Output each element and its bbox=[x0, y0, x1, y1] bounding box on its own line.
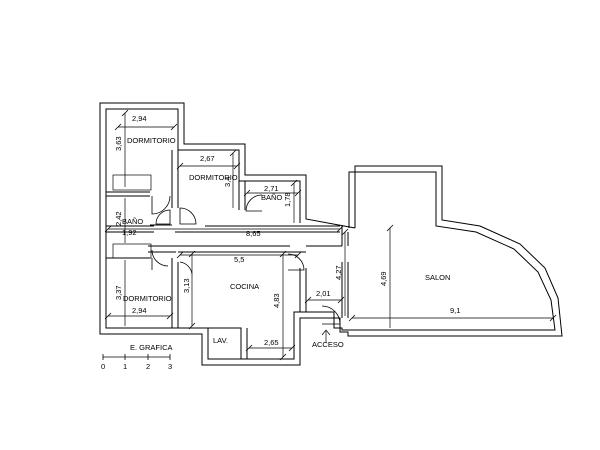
dim-dorm1-height: 3,63 bbox=[114, 136, 123, 151]
doors bbox=[151, 194, 341, 325]
dim-bano1-height: 1,78 bbox=[283, 192, 292, 207]
dim-bano2-height: 2,42 bbox=[114, 211, 123, 226]
dim-salon-height: 4,69 bbox=[379, 271, 388, 286]
room-label-cocina: COCINA bbox=[230, 282, 259, 291]
door-dorm2 bbox=[179, 207, 197, 225]
dim-cocina-height-left: 3,13 bbox=[182, 278, 191, 293]
door-acceso bbox=[321, 305, 341, 325]
dim-dorm1-width: 2,94 bbox=[132, 114, 147, 123]
scale-title: E. GRAFICA bbox=[130, 343, 173, 352]
door-cocina bbox=[287, 253, 305, 271]
dim-dorm2-width: 2,67 bbox=[200, 154, 215, 163]
room-labels: DORMITORIO DORMITORIO BAÑO BAÑO COCINA D… bbox=[122, 136, 450, 345]
closet-left-top bbox=[112, 174, 152, 191]
door-bano2 bbox=[151, 249, 169, 267]
door-lav bbox=[179, 261, 193, 275]
scale-label-1: 1 bbox=[123, 362, 127, 371]
room-label-salon: SALON bbox=[425, 273, 450, 282]
acceso-label: ACCESO bbox=[312, 340, 344, 349]
scale-label-2: 2 bbox=[146, 362, 150, 371]
dim-hall-length: 8,65 bbox=[246, 229, 261, 238]
closet-left-bottom bbox=[112, 243, 152, 259]
room-label-dormitorio-1: DORMITORIO bbox=[127, 136, 176, 145]
dimension-lines bbox=[104, 109, 557, 361]
dim-cocina-bottom: 2,65 bbox=[264, 338, 279, 347]
dim-acceso-height: 4,27 bbox=[334, 265, 343, 280]
dim-dorm2-height: 3,4 bbox=[223, 177, 232, 187]
dim-salon-width: 9,1 bbox=[450, 306, 460, 315]
door-bano1 bbox=[245, 194, 263, 212]
dim-cocina-width: 5,5 bbox=[234, 255, 244, 264]
dim-bano1-width: 2,71 bbox=[264, 184, 279, 193]
door-dorm1 bbox=[151, 195, 171, 215]
scale-label-0: 0 bbox=[101, 362, 105, 371]
acceso-marker: ACCESO bbox=[312, 329, 344, 349]
dimension-texts: 2,94 3,63 2,67 3,4 2,71 1,78 8,65 2,42 1… bbox=[114, 114, 460, 347]
walls bbox=[99, 102, 563, 366]
dim-bano2-width: 1,92 bbox=[122, 228, 137, 237]
door-hall-left bbox=[155, 209, 171, 225]
room-label-dormitorio-3: DORMITORIO bbox=[123, 294, 172, 303]
dim-acceso-width: 2,01 bbox=[316, 289, 331, 298]
acceso-arrow-head bbox=[321, 329, 331, 336]
room-label-bano-2: BAÑO bbox=[122, 217, 143, 226]
scale-label-3: 3 bbox=[168, 362, 172, 371]
room-label-dormitorio-2: DORMITORIO bbox=[189, 173, 238, 182]
graphic-scale: E. GRAFICA 0 1 2 3 bbox=[101, 343, 173, 371]
outer-wall-outer-line bbox=[99, 102, 563, 366]
room-label-lavadero: LAV. bbox=[213, 336, 228, 345]
dim-dorm3-height: 3,37 bbox=[114, 285, 123, 300]
dim-dorm3-width: 2,94 bbox=[132, 306, 147, 315]
outer-wall-inner-line bbox=[105, 108, 556, 360]
room-label-bano-1: BAÑO bbox=[261, 193, 282, 202]
dim-cocina-height-right: 4,83 bbox=[272, 293, 281, 308]
